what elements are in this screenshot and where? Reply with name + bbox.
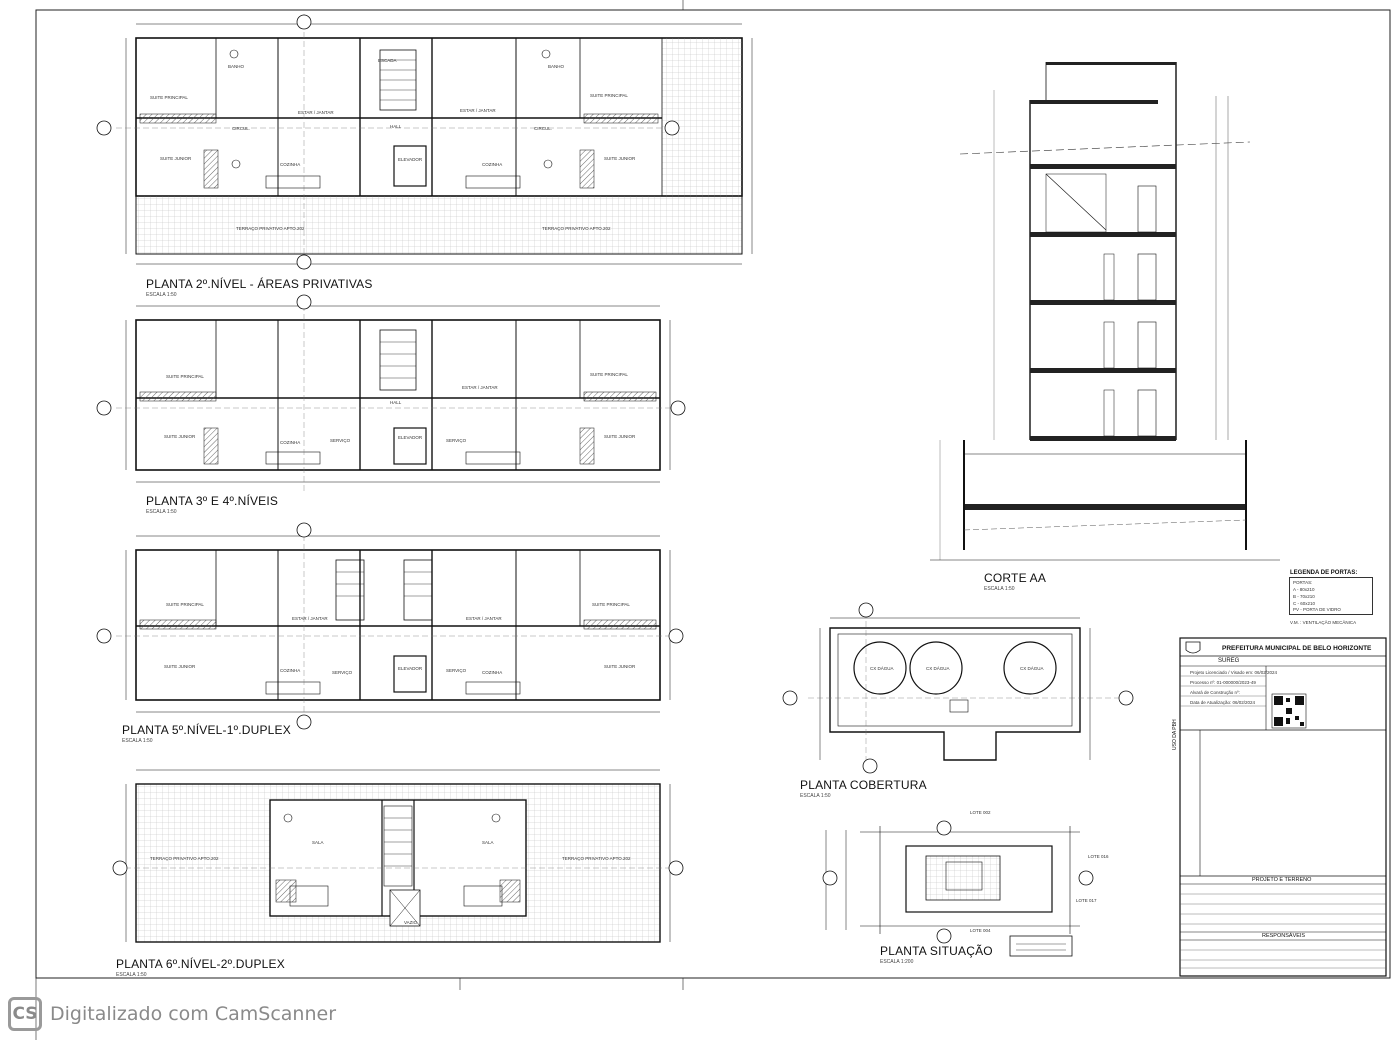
room-label: SUITE JUNIOR — [160, 156, 192, 161]
room-label: ELEVADOR — [398, 435, 423, 440]
room-label: ELEVADOR — [398, 666, 423, 671]
plan-3-title: PLANTA 3º E 4º.NÍVEIS — [146, 494, 279, 508]
room-label: SERVIÇO — [446, 668, 467, 673]
room-label: SUITE PRINCIPAL — [590, 93, 628, 98]
room-label: COZINHA — [280, 162, 301, 167]
roof-plan — [808, 612, 1124, 766]
room-label: COZINHA — [482, 670, 503, 675]
plan-3-scale: ESCALA 1:50 — [146, 509, 177, 515]
room-label: SERVIÇO — [332, 670, 353, 675]
section-scale: ESCALA 1:50 — [984, 586, 1015, 592]
camscanner-logo-icon: CS — [8, 997, 42, 1031]
section-aa — [930, 62, 1280, 561]
room-label: TERRAÇO PRIVATIVO APTO.202 — [150, 856, 219, 861]
room-label: SUITE JUNIOR — [164, 664, 196, 669]
room-label: ESCADA — [378, 58, 397, 63]
room-label: SUITE JUNIOR — [604, 156, 636, 161]
legend-note: V.M. : VENTILAÇÃO MECÂNICA — [1290, 620, 1357, 625]
tank-label: CX DÁGUA — [870, 666, 894, 671]
lot-label: LOTE 016 — [1088, 854, 1109, 859]
room-label: SUITE JUNIOR — [164, 434, 196, 439]
room-label: SUITE PRINCIPAL — [166, 602, 204, 607]
room-label: COZINHA — [482, 162, 503, 167]
title-block-side-label: USO DA PBH — [1172, 719, 1178, 750]
qr-code-icon — [1271, 693, 1307, 729]
tank-label: CX DÁGUA — [926, 666, 950, 671]
plan-2-scale: ESCALA 1:50 — [146, 292, 177, 298]
room-label: TERRAÇO PRIVATIVO APTO.202 — [236, 226, 305, 231]
title-block-dept: SUREG — [1218, 658, 1240, 664]
room-label: SERVIÇO — [446, 438, 467, 443]
room-label: CIRCUL. — [534, 126, 553, 131]
room-label: SERVIÇO — [330, 438, 351, 443]
legend-item: B - 70x210 — [1293, 594, 1315, 599]
title-block-field: Processo nº: 01-000000/2023-49 — [1190, 680, 1256, 685]
room-label: ESTAR / JANTAR — [292, 616, 328, 621]
section-marker-icon — [96, 14, 1134, 876]
room-label: ESTAR / JANTAR — [466, 616, 502, 621]
plan-5-title: PLANTA 5º.NÍVEL-1º.DUPLEX — [122, 723, 291, 737]
room-label: TERRAÇO PRIVATIVO APTO.202 — [542, 226, 611, 231]
plan-6th-level-duplex — [116, 769, 680, 943]
lot-label: LOTE 017 — [1076, 898, 1097, 903]
room-label: SUITE JUNIOR — [604, 434, 636, 439]
title-block-project: PROJETO E TERRENO — [1252, 877, 1312, 883]
north-arrow-icon — [822, 820, 1094, 944]
roof-title: PLANTA COBERTURA — [800, 778, 927, 792]
title-block-responsibles: RESPONSÁVEIS — [1262, 933, 1306, 939]
tank-label: CX DÁGUA — [1020, 666, 1044, 671]
plan-6-title: PLANTA 6º.NÍVEL-2º.DUPLEX — [116, 957, 285, 971]
site-plan — [825, 826, 1080, 957]
room-label: ESTAR / JANTAR — [462, 385, 498, 390]
room-label: SUITE PRINCIPAL — [592, 602, 630, 607]
room-label: BANHO — [228, 64, 245, 69]
camscanner-watermark: CS Digitalizado com CamScanner — [8, 996, 336, 1032]
room-label: BANHO — [548, 64, 565, 69]
plan-2-title: PLANTA 2º.NÍVEL - ÁREAS PRIVATIVAS — [146, 277, 373, 291]
room-label: SUITE PRINCIPAL — [150, 95, 188, 100]
site-title: PLANTA SITUAÇÃO — [880, 944, 993, 958]
room-label: COZINHA — [280, 440, 301, 445]
room-label: ELEVADOR — [398, 157, 423, 162]
door-legend-title: LEGENDA DE PORTAS: — [1290, 570, 1358, 576]
legend-item: C - 60x210 — [1293, 601, 1316, 606]
room-label: ESTAR / JANTAR — [298, 110, 334, 115]
room-label: HALL — [390, 124, 402, 129]
camscanner-text: Digitalizado com CamScanner — [50, 1003, 337, 1025]
room-label: VAZIO — [404, 920, 418, 925]
lot-label: LOTE 002 — [970, 810, 991, 815]
roof-scale: ESCALA 1:50 — [800, 793, 831, 799]
title-block-field: Projeto Licenciado / Visado em: 06/02/20… — [1190, 670, 1277, 675]
plan-6-scale: ESCALA 1:50 — [116, 972, 147, 978]
lot-label: LOTE 004 — [970, 928, 991, 933]
room-label: ESTAR / JANTAR — [460, 108, 496, 113]
room-label: SALA — [312, 840, 324, 845]
title-block-org: PREFEITURA MUNICIPAL DE BELO HORIZONTE — [1222, 645, 1372, 652]
room-label: HALL — [390, 400, 402, 405]
plan-3rd-4th-levels — [116, 296, 680, 492]
room-label: SUITE PRINCIPAL — [166, 374, 204, 379]
title-block-field: Data de Atualização: 06/02/2024 — [1190, 700, 1256, 705]
plan-2nd-level — [116, 14, 753, 270]
city-emblem-icon — [1185, 641, 1201, 654]
site-scale: ESCALA 1:200 — [880, 959, 914, 965]
plan-5th-level-duplex — [116, 526, 680, 722]
room-label: SALA — [482, 840, 494, 845]
plan-5-scale: ESCALA 1:50 — [122, 738, 153, 744]
legend-item: PORTAS: — [1293, 580, 1313, 585]
room-label: CIRCUL. — [232, 126, 251, 131]
title-block-lines — [1179, 637, 1387, 977]
door-legend: PORTAS: A - 80x210 B - 70x210 C - 60x210… — [1289, 577, 1373, 615]
room-label: SUITE PRINCIPAL — [590, 372, 628, 377]
legend-item: PV - PORTA DE VIDRO — [1293, 607, 1341, 612]
title-block-field: Alvará de Construção nº: — [1190, 690, 1240, 695]
room-label: TERRAÇO PRIVATIVO APTO.202 — [562, 856, 631, 861]
section-title: CORTE AA — [984, 571, 1047, 585]
room-label: SUITE JUNIOR — [604, 664, 636, 669]
legend-item: A - 80x210 — [1293, 587, 1315, 592]
room-label: COZINHA — [280, 668, 301, 673]
